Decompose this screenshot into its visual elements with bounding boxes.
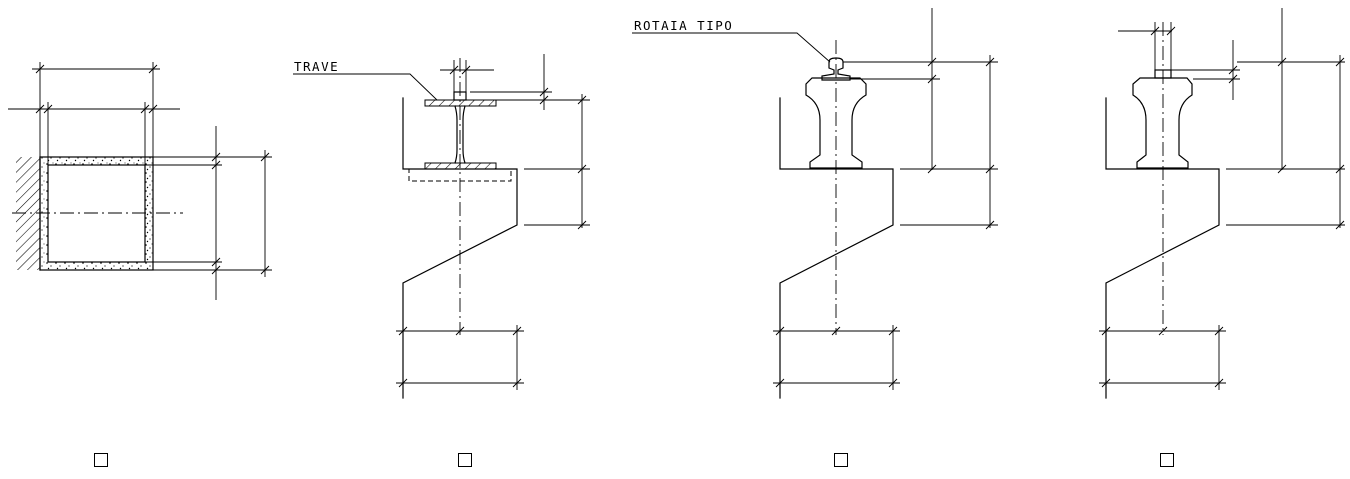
detail-2-beam-corbel: TRAVE xyxy=(293,54,590,399)
rotaia-tipo-label: ROTAIA TIPO xyxy=(634,18,733,33)
detail-2-checkbox[interactable] xyxy=(458,453,472,467)
trave-label: TRAVE xyxy=(294,59,339,74)
rail-profile xyxy=(821,57,851,81)
detail-4-bolted-block xyxy=(1099,8,1345,399)
beam-bottom-flange xyxy=(424,162,497,170)
concrete-fill xyxy=(40,157,153,270)
box-inner xyxy=(47,164,146,263)
beam-top-flange xyxy=(424,99,497,107)
detail-1-checkbox[interactable] xyxy=(94,453,108,467)
rail-support-block xyxy=(805,77,867,169)
detail-4-checkbox[interactable] xyxy=(1160,453,1174,467)
box-outer xyxy=(39,156,154,271)
detail-3-rail-block: ROTAIA TIPO xyxy=(632,8,998,399)
detail-3-checkbox[interactable] xyxy=(834,453,848,467)
detail-1-box-section xyxy=(8,62,272,300)
support-block xyxy=(1132,77,1193,169)
wall-hatch xyxy=(16,157,40,270)
